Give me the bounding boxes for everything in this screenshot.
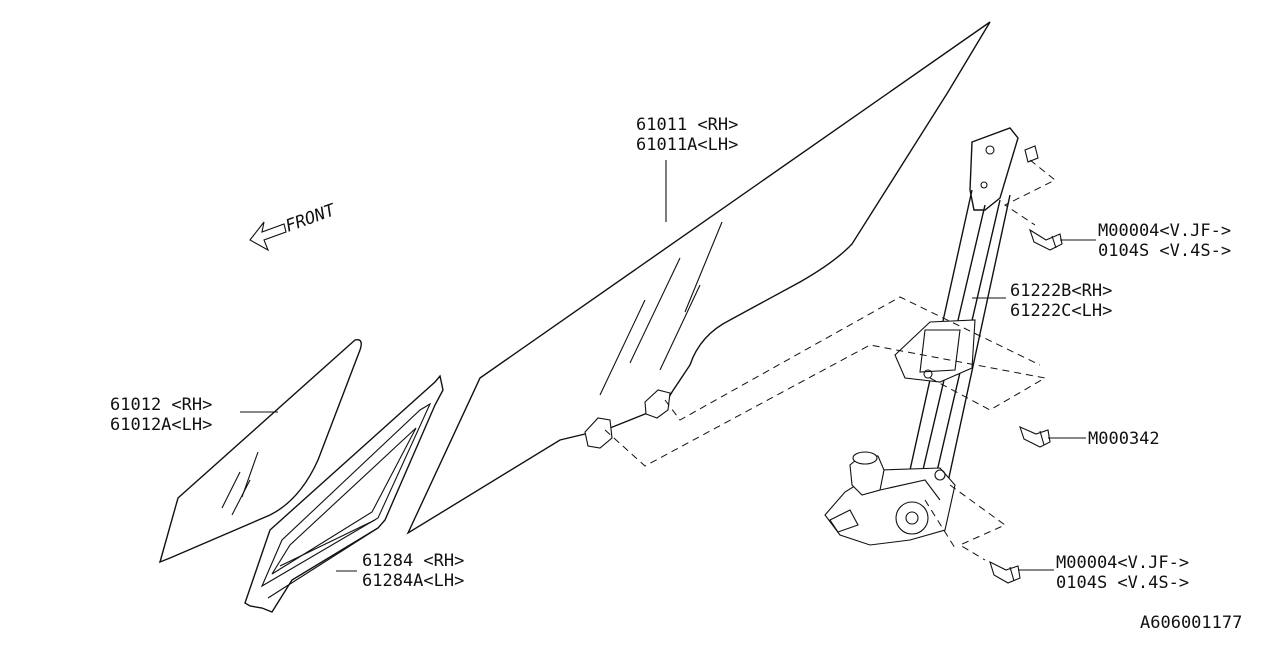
callout-bolt-bottom-alt: 0104S <V.4S-> (1056, 573, 1189, 593)
callout-bolt-top-alt: 0104S <V.4S-> (1098, 241, 1231, 261)
front-label: FRONT (283, 200, 340, 237)
callout-61284-lh: 61284A<LH> (362, 571, 464, 591)
rear-glass-part (158, 339, 362, 564)
bolt-mid-icon (1019, 426, 1051, 448)
callout-61011-rh: 61011 <RH> (636, 115, 738, 135)
callout-61222-rh: 61222B<RH> (1010, 281, 1112, 301)
alignment-lines (604, 159, 1056, 561)
bolt-bottom-icon (989, 560, 1021, 584)
front-arrow-icon (249, 221, 287, 252)
callout-61222-lh: 61222C<LH> (1010, 301, 1112, 321)
callout-61284-rh: 61284 <RH> (362, 551, 464, 571)
callout-bolt-bottom-part: M00004<V.JF-> (1056, 553, 1189, 573)
leader-lines (240, 160, 1096, 572)
door-glass-part (406, 21, 991, 535)
callout-bolt-top-part: M00004<V.JF-> (1098, 221, 1231, 241)
sash-part (244, 374, 444, 613)
bolt-top-icon (1028, 228, 1063, 251)
diagram-id: A606001177 (1140, 613, 1242, 633)
window-regulator-part (824, 127, 1039, 546)
callout-61012-rh: 61012 <RH> (110, 395, 212, 415)
callout-61012-lh: 61012A<LH> (110, 415, 212, 435)
callout-bolt-mid-part: M000342 (1088, 429, 1160, 449)
callout-61011-lh: 61011A<LH> (636, 135, 738, 155)
